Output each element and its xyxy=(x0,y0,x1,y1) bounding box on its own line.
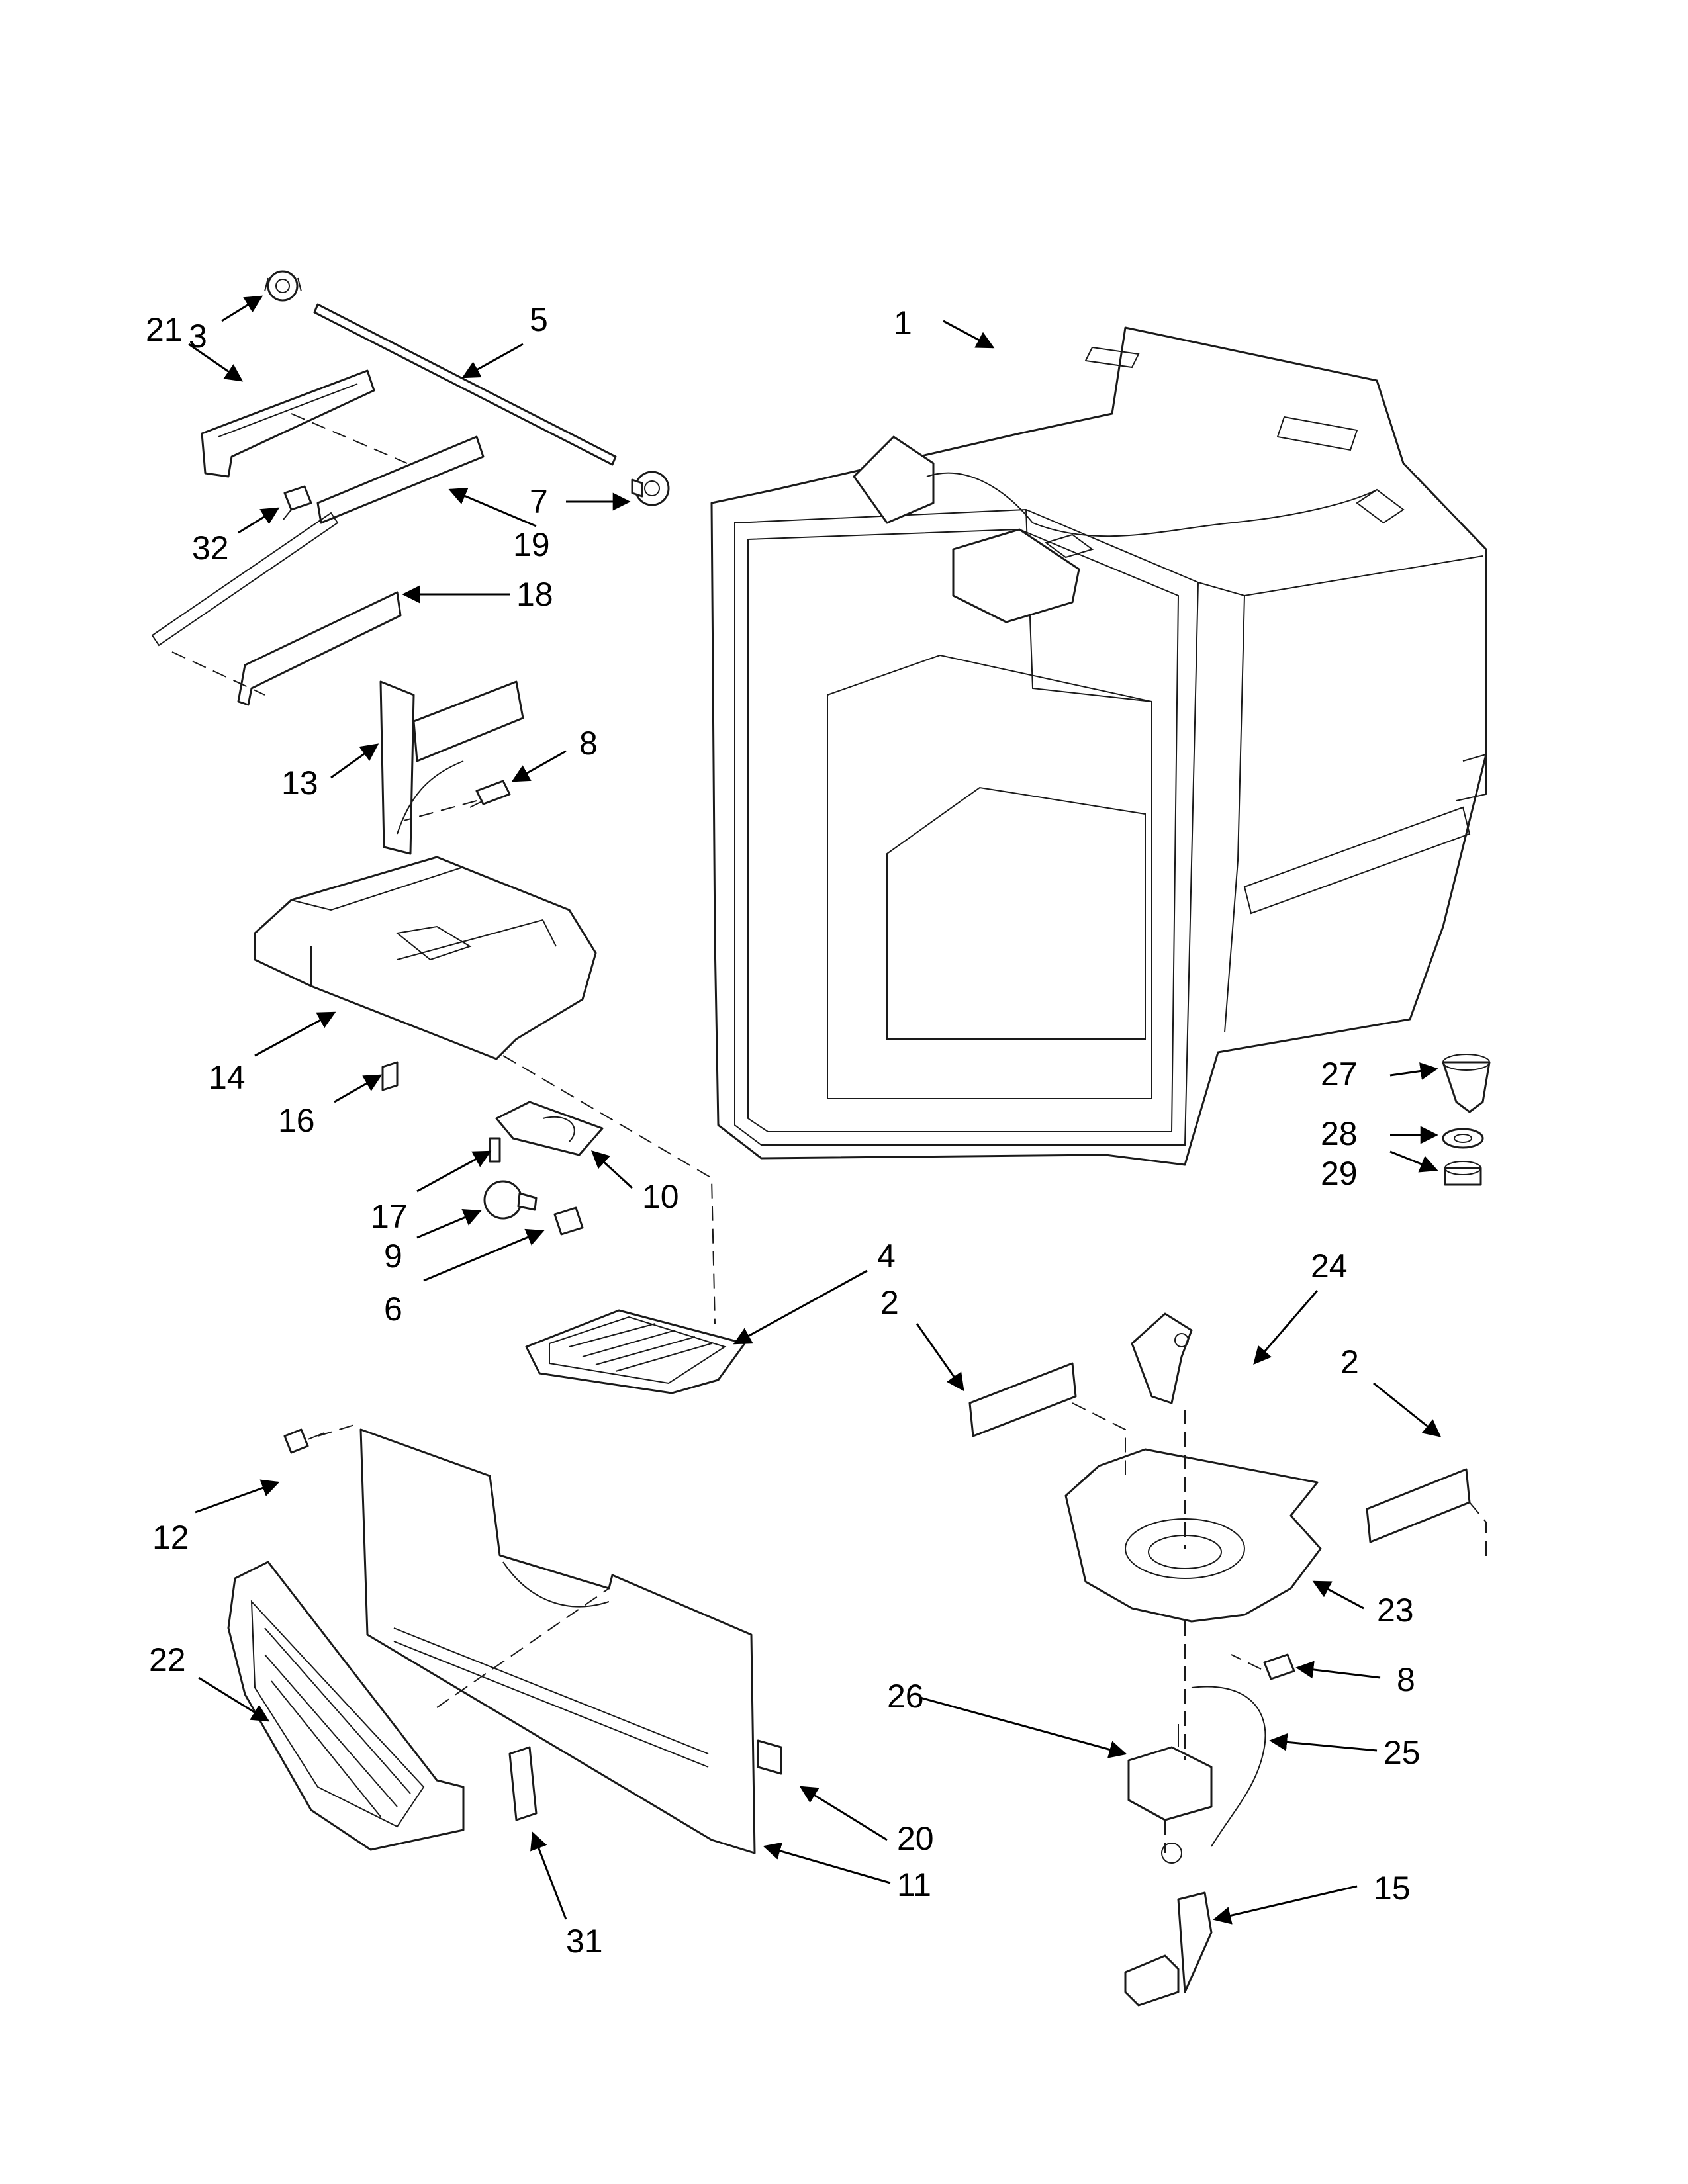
washer-28-part xyxy=(1442,1128,1484,1149)
label-2-left: 2 xyxy=(880,1284,899,1321)
label-6: 6 xyxy=(384,1291,402,1328)
label-1: 1 xyxy=(894,304,912,341)
thermistor-31-part xyxy=(508,1746,538,1821)
light-housing-10-part xyxy=(495,1101,604,1156)
slide-18-part xyxy=(237,591,402,706)
label-3: 3 xyxy=(189,318,207,355)
rod-5-part xyxy=(313,303,617,466)
cover-4-part xyxy=(525,1309,746,1394)
label-4: 4 xyxy=(877,1238,896,1275)
bulb-9-part xyxy=(483,1180,538,1220)
label-7: 7 xyxy=(530,483,548,520)
label-32: 32 xyxy=(192,529,229,567)
label-10: 10 xyxy=(642,1178,679,1215)
leader-arrows xyxy=(188,295,1442,1925)
bracket-13-part xyxy=(379,680,524,855)
filter-2-left-part xyxy=(968,1362,1077,1437)
label-25: 25 xyxy=(1383,1734,1421,1771)
slide-19-part xyxy=(151,435,485,647)
label-8-lower: 8 xyxy=(1397,1661,1415,1698)
screw-17-part xyxy=(489,1137,501,1163)
control-housing-14-part xyxy=(254,856,597,1060)
label-2-right: 2 xyxy=(1340,1343,1359,1381)
gear-3-part xyxy=(264,270,302,302)
freezer-liner-part xyxy=(710,326,1487,1166)
label-20: 20 xyxy=(897,1820,934,1857)
screw-8-upper-part xyxy=(469,780,511,808)
label-21: 21 xyxy=(146,311,183,348)
slide-21-part xyxy=(201,369,375,478)
screw-12-part xyxy=(283,1428,325,1454)
label-11: 11 xyxy=(897,1866,931,1903)
nut-29-part xyxy=(1444,1161,1482,1186)
bracket-15-part xyxy=(1124,1843,1213,2007)
gasket-20-part xyxy=(757,1739,782,1775)
screw-32-part xyxy=(283,485,312,520)
label-23: 23 xyxy=(1377,1592,1414,1629)
label-26: 26 xyxy=(887,1678,924,1715)
label-14: 14 xyxy=(209,1059,246,1096)
grille-22-part xyxy=(227,1561,465,1851)
callout-labels: 1 2 2 3 4 5 6 7 8 8 9 10 11 12 13 14 15 … xyxy=(146,301,1421,1960)
socket-6-part xyxy=(553,1206,584,1236)
label-29: 29 xyxy=(1321,1155,1358,1192)
label-28: 28 xyxy=(1321,1115,1358,1152)
grommet-27-part xyxy=(1442,1054,1491,1113)
label-16: 16 xyxy=(278,1102,315,1139)
label-15: 15 xyxy=(1374,1870,1411,1907)
alignment-lines xyxy=(171,413,1487,1853)
label-17: 17 xyxy=(371,1198,408,1235)
panel-11-part xyxy=(359,1428,756,1854)
motor-26-part xyxy=(1127,1724,1213,1821)
label-13: 13 xyxy=(281,764,318,801)
label-31: 31 xyxy=(566,1923,603,1960)
label-12: 12 xyxy=(152,1519,189,1556)
fan-blade-24-part xyxy=(1131,1312,1193,1404)
label-27: 27 xyxy=(1321,1056,1358,1093)
label-24: 24 xyxy=(1311,1248,1348,1285)
label-8-upper: 8 xyxy=(579,725,598,762)
label-18: 18 xyxy=(516,576,553,613)
label-5: 5 xyxy=(530,301,548,338)
screw-8-lower-part xyxy=(1263,1653,1295,1680)
switch-16-part xyxy=(381,1061,399,1091)
label-9: 9 xyxy=(384,1238,402,1275)
filter-2-right-part xyxy=(1366,1468,1471,1543)
label-19: 19 xyxy=(513,526,550,563)
harness-25-part xyxy=(1191,1686,1266,1847)
fan-housing-23-part xyxy=(1064,1448,1322,1623)
gear-7-part xyxy=(631,471,670,506)
label-22: 22 xyxy=(149,1641,186,1678)
